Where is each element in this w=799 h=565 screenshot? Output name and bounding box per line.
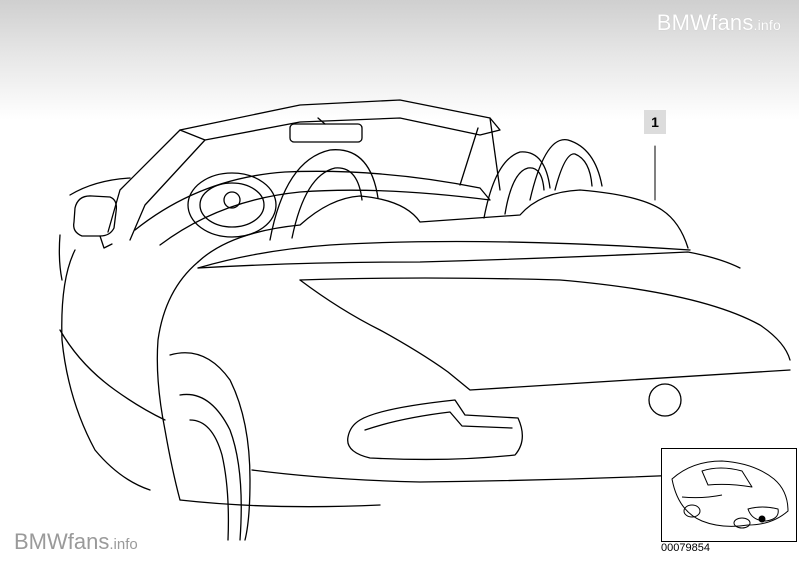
part-number: 00079854 <box>661 542 710 554</box>
dashboard <box>134 170 491 246</box>
steering-wheel <box>187 172 277 238</box>
watermark-top: BMWfans.info <box>657 10 781 36</box>
tail-light <box>347 399 523 461</box>
rear-tire <box>179 393 242 541</box>
windshield-frame <box>179 99 501 141</box>
watermark-top-main: BMWfans <box>656 10 754 35</box>
tonneau-cover <box>197 189 689 263</box>
roll-bar-right-far <box>529 139 603 201</box>
rear-emblem <box>648 383 682 417</box>
body-side-left <box>59 329 166 421</box>
watermark-bottom: BMWfans.info <box>14 529 138 555</box>
watermark-bottom-suffix: .info <box>109 536 138 553</box>
rear-deck <box>197 251 741 269</box>
a-pillar-left <box>107 129 206 241</box>
roll-bar-left <box>269 149 379 241</box>
watermark-bottom-main: BMWfans <box>14 529 110 554</box>
rear-view-mirror <box>289 123 363 143</box>
overview-thumbnail <box>661 448 797 542</box>
roll-bar-right <box>483 151 551 219</box>
callout-label-1: 1 <box>644 110 666 134</box>
a-pillar-right <box>459 117 501 191</box>
trunk-lid <box>299 277 791 361</box>
side-mirror <box>73 195 118 237</box>
watermark-top-suffix: .info <box>753 17 781 33</box>
rear-fender-left <box>156 261 199 501</box>
car-overview-icon <box>671 460 789 529</box>
rear-wheel-arch <box>169 352 251 541</box>
